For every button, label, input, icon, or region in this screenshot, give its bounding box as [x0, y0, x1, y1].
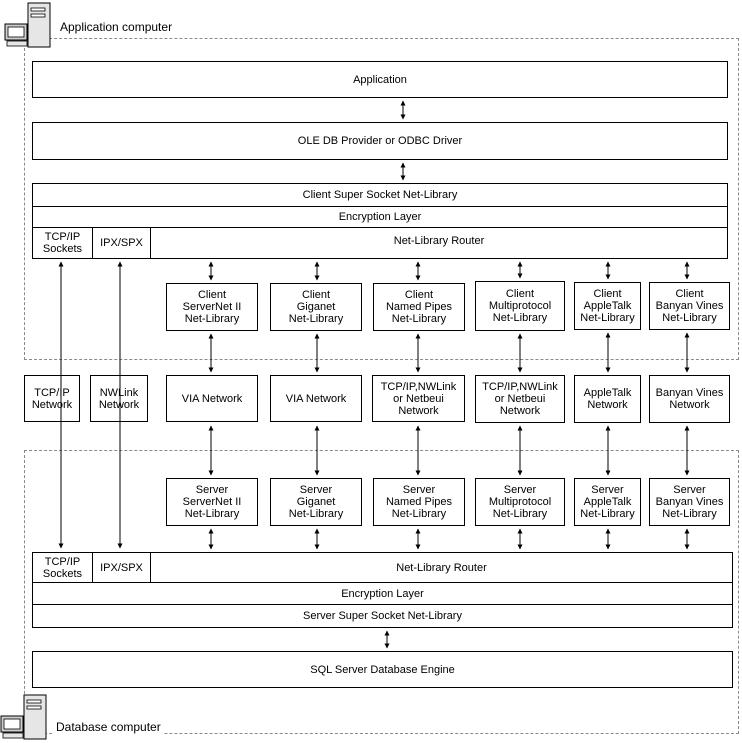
- network-via-1: VIA Network: [166, 375, 258, 422]
- application-box: Application: [32, 61, 728, 98]
- network-tcpip-nwlink-netbeui-2: TCP/IP,NWLink or Netbeui Network: [475, 375, 565, 423]
- server-router-label: Net-Library Router: [396, 561, 487, 574]
- network-tcpip-nwlink-netbeui-1: TCP/IP,NWLink or Netbeui Network: [372, 375, 465, 422]
- server-netlib-multiprotocol: Server Multiprotocol Net-Library: [475, 478, 565, 526]
- server-ipx-divider: [150, 553, 151, 582]
- server-netlib-banyan-vines: Server Banyan Vines Net-Library: [649, 478, 730, 526]
- client-netlib-servernet: Client ServerNet II Net-Library: [166, 283, 258, 331]
- server-netlib-giganet: Server Giganet Net-Library: [270, 478, 362, 526]
- client-sockets-divider: [92, 228, 93, 258]
- client-router-label: Net-Library Router: [393, 235, 485, 247]
- client-ipx-divider: [150, 228, 151, 258]
- database-computer-icon: [0, 694, 47, 740]
- server-layer-stack: [32, 552, 733, 628]
- client-netlib-named-pipes: Client Named Pipes Net-Library: [373, 283, 465, 331]
- client-netlib-multiprotocol: Client Multiprotocol Net-Library: [475, 281, 565, 331]
- server-divider-2: [33, 604, 732, 605]
- application-computer-caption: Application computer: [57, 20, 176, 34]
- client-divider-1: [33, 206, 727, 207]
- server-ipx-spx-label: IPX/SPX: [100, 561, 143, 574]
- client-ipx-spx-label: IPX/SPX: [100, 237, 143, 249]
- sql-server-engine-box: SQL Server Database Engine: [32, 651, 733, 688]
- server-divider-1: [33, 582, 732, 583]
- client-divider-2: [33, 227, 727, 228]
- network-via-2: VIA Network: [270, 375, 362, 422]
- server-tcpip-sockets-label: TCP/IP Sockets: [42, 555, 83, 580]
- client-netlib-appletalk: Client AppleTalk Net-Library: [574, 282, 641, 330]
- client-netlib-giganet: Client Giganet Net-Library: [270, 283, 362, 331]
- server-encryption-label: Encryption Layer: [341, 587, 424, 600]
- application-computer-region: [24, 38, 739, 360]
- server-sockets-divider: [92, 553, 93, 582]
- server-netlib-appletalk: Server AppleTalk Net-Library: [574, 478, 641, 526]
- server-netlib-named-pipes: Server Named Pipes Net-Library: [373, 478, 465, 526]
- application-computer-icon: [4, 2, 51, 48]
- client-netlib-banyan-vines: Client Banyan Vines Net-Library: [649, 282, 730, 330]
- server-netlib-servernet: Server ServerNet II Net-Library: [166, 478, 258, 526]
- database-computer-caption: Database computer: [53, 720, 164, 734]
- database-computer-region: [24, 450, 739, 734]
- client-layer-stack: [32, 183, 728, 259]
- server-super-socket-label: Server Super Socket Net-Library: [303, 610, 462, 622]
- network-appletalk: AppleTalk Network: [574, 375, 641, 423]
- client-provider-box: OLE DB Provider or ODBC Driver: [32, 122, 728, 160]
- client-encryption-label: Encryption Layer: [338, 211, 422, 223]
- client-super-socket-label: Client Super Socket Net-Library: [302, 189, 458, 201]
- client-tcpip-sockets-label: TCP/IP Sockets: [42, 231, 83, 255]
- network-banyan-vines: Banyan Vines Network: [649, 375, 730, 423]
